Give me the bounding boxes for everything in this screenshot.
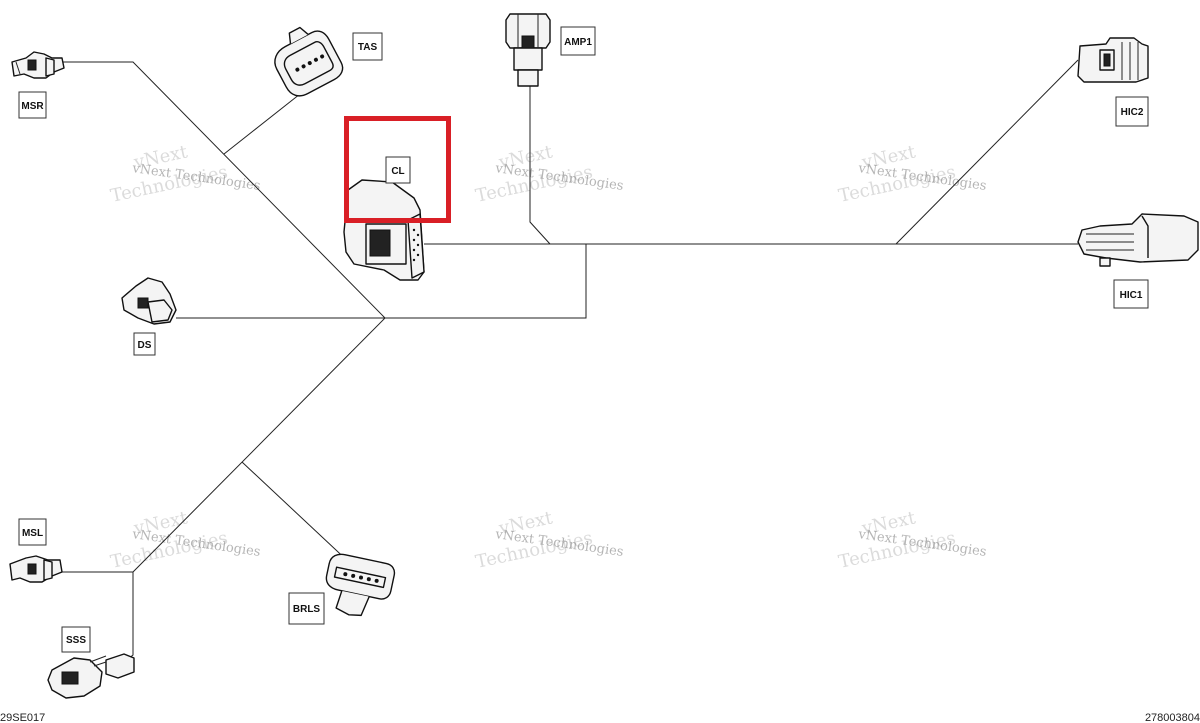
svg-text:SSS: SSS [66, 635, 86, 646]
label-hic2: HIC2 [1115, 96, 1149, 127]
label-msl: MSL [18, 518, 47, 546]
svg-text:CL: CL [391, 166, 404, 177]
cl-connector[interactable] [343, 179, 425, 281]
msl-connector[interactable] [9, 555, 63, 583]
svg-text:HIC1: HIC1 [1120, 290, 1143, 301]
label-brls: BRLS [288, 592, 325, 625]
wire-sss [121, 572, 134, 665]
label-sss: SSS [61, 626, 91, 653]
ds-connector[interactable] [121, 277, 177, 325]
svg-text:AMP1: AMP1 [564, 37, 592, 48]
brls-connector[interactable] [320, 552, 397, 622]
cl-highlight-box [344, 116, 451, 223]
msr-connector[interactable] [11, 51, 65, 79]
label-msr: MSR [18, 91, 47, 119]
wire-trunk-down [385, 244, 587, 319]
tas-connector[interactable] [265, 18, 347, 101]
label-hic1: HIC1 [1113, 279, 1149, 309]
figure-code-left: 29SE017 [0, 712, 45, 723]
label-tas: TAS [352, 32, 383, 61]
wire-amp1 [529, 86, 551, 245]
wire-lower-branch [132, 317, 386, 573]
svg-text:MSR: MSR [21, 101, 44, 112]
wire-tas [223, 93, 301, 155]
svg-text:MSL: MSL [22, 528, 43, 539]
svg-text:BRLS: BRLS [293, 604, 321, 615]
wire-hic2 [895, 59, 1079, 245]
hic1-connector[interactable] [1077, 213, 1199, 267]
wire-brls [241, 461, 353, 566]
hic2-connector[interactable] [1077, 37, 1149, 83]
label-amp1: AMP1 [560, 26, 596, 56]
amp1-connector[interactable] [505, 13, 551, 87]
harness-wires [60, 59, 1079, 665]
sss-connector[interactable] [47, 653, 135, 699]
svg-text:HIC2: HIC2 [1121, 107, 1144, 118]
watermark-group: vNext Technologies vNext Technologies vN… [109, 141, 988, 573]
svg-text:TAS: TAS [358, 42, 378, 53]
label-cl: CL [385, 156, 411, 184]
figure-code-right: 278003804 [1145, 712, 1200, 723]
wire-msr [60, 61, 386, 319]
label-ds: DS [133, 332, 156, 356]
svg-text:DS: DS [138, 340, 152, 351]
